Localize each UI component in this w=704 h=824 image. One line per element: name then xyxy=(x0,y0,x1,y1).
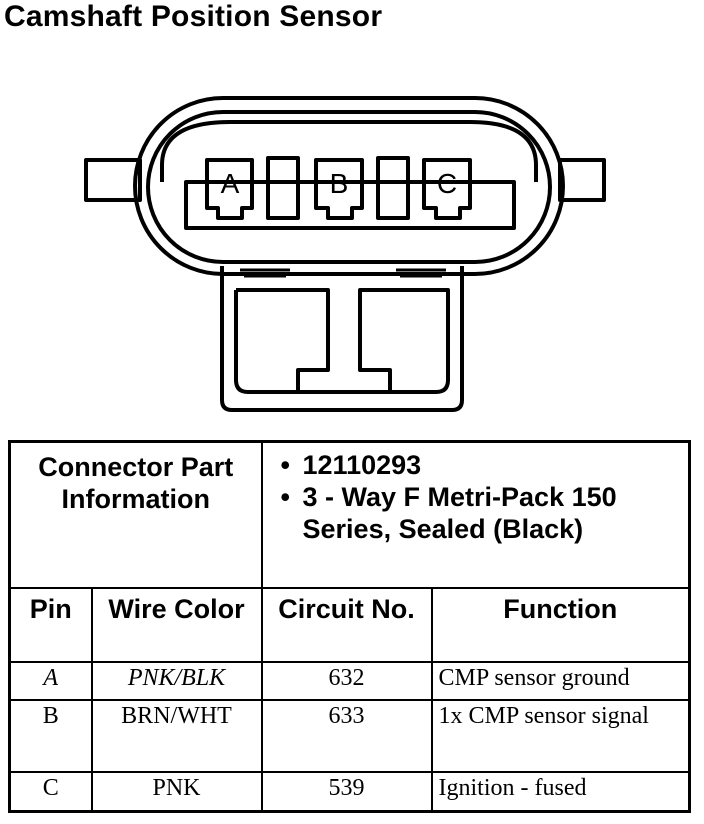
wire-color-cell: BRN/WHT xyxy=(90,698,263,773)
terminal-a-housing xyxy=(205,158,254,220)
lock-hatching xyxy=(240,268,446,278)
column-header-row: Pin Wire Color Circuit No. Function xyxy=(8,586,691,663)
circuit-cell: 632 xyxy=(260,660,433,701)
terminal-c-housing xyxy=(422,158,472,220)
table-row: B BRN/WHT 633 1x CMP sensor signal xyxy=(8,698,691,773)
connector-info-table: Connector Part Information 12110293 3 - … xyxy=(8,440,692,813)
connector-cavity-upper xyxy=(160,120,538,182)
connector-drawing xyxy=(84,96,606,412)
circuit-cell: 539 xyxy=(260,770,433,813)
connector-inner-shell xyxy=(146,110,552,264)
wire-color-cell: PNK/BLK xyxy=(90,660,263,701)
part-info-values: 12110293 3 - Way F Metri-Pack 150 Series… xyxy=(260,440,691,589)
connector-outer-shell xyxy=(133,96,565,276)
col-wire-color-header: Wire Color xyxy=(90,586,263,663)
part-info-label: Connector Part Information xyxy=(8,440,263,589)
terminal-c-label: C xyxy=(436,168,458,199)
right-latch-tab xyxy=(558,158,606,202)
terminal-a-label: A xyxy=(220,168,240,199)
terminal-b-housing xyxy=(314,158,364,220)
col-function-header: Function xyxy=(430,586,691,663)
pin-cell: B xyxy=(8,698,93,773)
col-pin-header: Pin xyxy=(8,586,93,663)
separator-bc xyxy=(376,156,410,220)
terminal-cavity xyxy=(184,180,516,230)
table-row: C PNK 539 Ignition - fused xyxy=(8,770,691,813)
diagram-title: Camshaft Position Sensor xyxy=(4,0,383,33)
col-circuit-header: Circuit No. xyxy=(260,586,433,663)
circuit-cell: 633 xyxy=(260,698,433,773)
part-number: 12110293 xyxy=(281,449,689,481)
function-cell: 1x CMP sensor signal xyxy=(430,698,691,773)
left-latch-tab xyxy=(84,158,142,202)
terminal-b-label: B xyxy=(329,168,349,199)
wire-color-cell: PNK xyxy=(90,770,263,813)
connector-description: 3 - Way F Metri-Pack 150 Series, Sealed … xyxy=(281,481,689,545)
pin-cell: A xyxy=(8,660,93,701)
lock-body-outer xyxy=(220,266,464,412)
separator-ab xyxy=(266,156,300,220)
table-row: A PNK/BLK 632 CMP sensor ground xyxy=(8,660,691,701)
cavity-fins xyxy=(184,182,516,200)
lock-body-inner xyxy=(234,288,450,394)
part-info-row: Connector Part Information 12110293 3 - … xyxy=(8,440,691,589)
pin-cell: C xyxy=(8,770,93,813)
function-cell: Ignition - fused xyxy=(430,770,691,813)
function-cell: CMP sensor ground xyxy=(430,660,691,701)
